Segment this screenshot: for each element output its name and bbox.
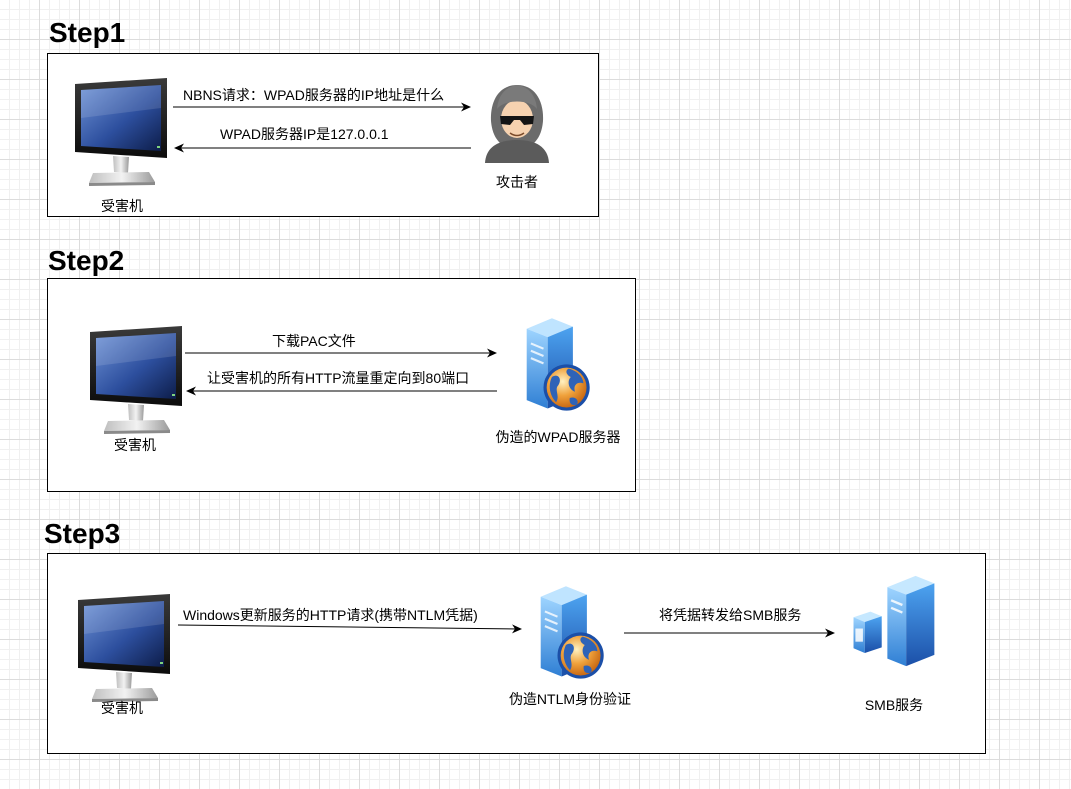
step2-victim-label: 受害机 xyxy=(114,437,156,453)
step1-request-label: NBNS请求：WPAD服务器的IP地址是什么 xyxy=(183,87,445,103)
step3-ntlm-label: 伪造NTLM身份验证 xyxy=(508,691,632,707)
step1-victim-label: 受害机 xyxy=(101,198,143,214)
server-tower-icon xyxy=(846,574,940,668)
step3-forward-label: 将凭据转发给SMB服务 xyxy=(659,607,802,623)
step3-panel xyxy=(47,553,986,754)
desktop-monitor-icon xyxy=(86,326,186,436)
step3-victim-label: 受害机 xyxy=(101,700,143,716)
desktop-monitor-icon xyxy=(71,78,171,188)
web-server-globe-icon xyxy=(526,584,610,684)
step1-attacker-label: 攻击者 xyxy=(496,174,538,190)
desktop-monitor-icon xyxy=(74,594,174,704)
step2-title: Step2 xyxy=(48,245,125,276)
web-server-globe-icon xyxy=(512,316,596,416)
hacker-hoodie-icon xyxy=(482,81,552,165)
step2-request-label: 下载PAC文件 xyxy=(272,333,356,349)
step2-response-label: 让受害机的所有HTTP流量重定向到80端口 xyxy=(207,370,470,386)
step3-request-label: Windows更新服务的HTTP请求(携带NTLM凭据) xyxy=(183,607,478,623)
step3-title: Step3 xyxy=(44,518,121,549)
step3-smb-label: SMB服务 xyxy=(864,697,924,713)
step1-title: Step1 xyxy=(49,17,126,48)
step2-server-label: 伪造的WPAD服务器 xyxy=(495,429,621,445)
step1-response-label: WPAD服务器IP是127.0.0.1 xyxy=(220,126,389,142)
